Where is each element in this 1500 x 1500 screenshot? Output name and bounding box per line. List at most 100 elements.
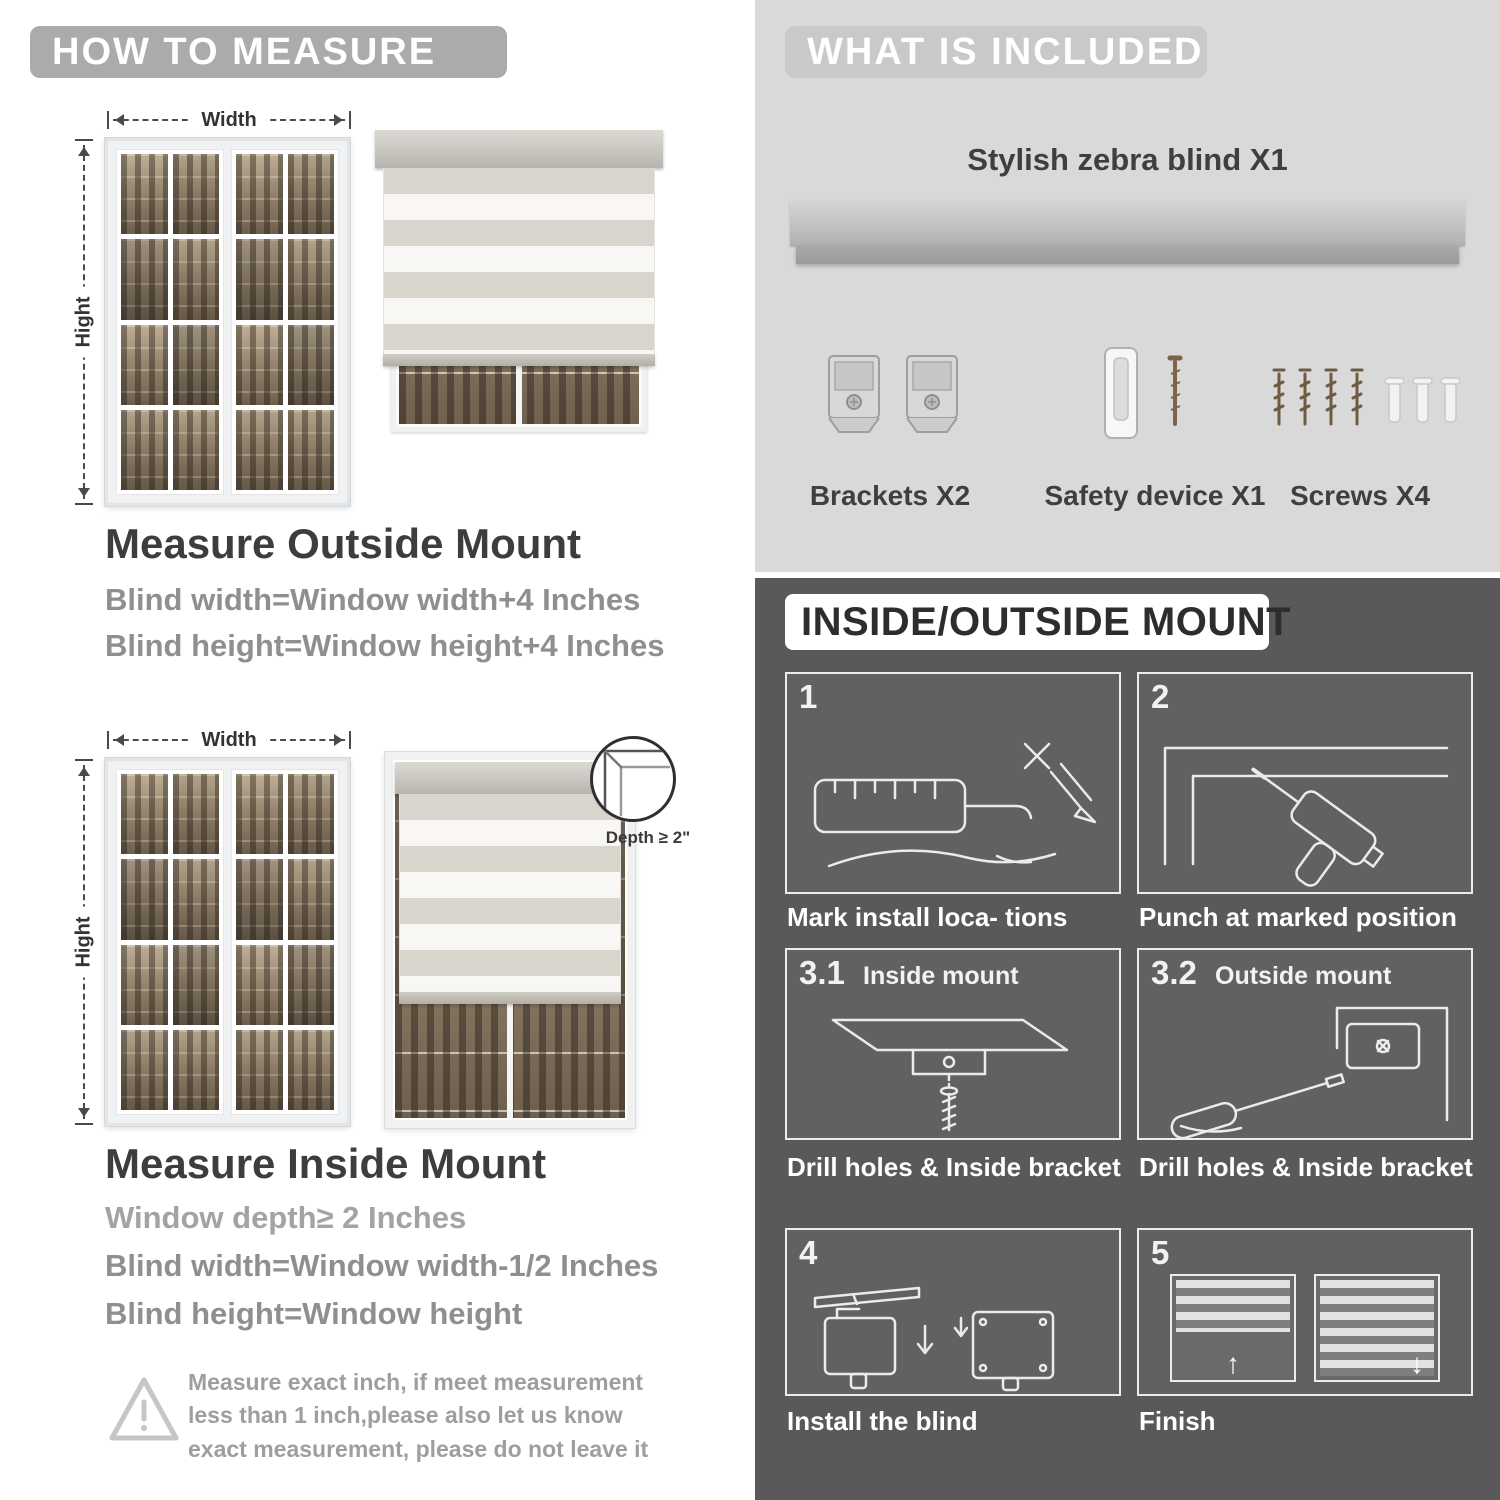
- window-pane: [121, 154, 168, 235]
- height-label: Hight: [72, 906, 96, 978]
- height-dimension-arrow: Hight: [72, 139, 96, 505]
- step-number: 3.1: [799, 954, 845, 991]
- window-pane: [287, 774, 334, 855]
- inside-mount-label: Inside mount: [863, 962, 1019, 990]
- step-panel-4: 4: [785, 1228, 1121, 1396]
- arrow-tick: [75, 139, 93, 141]
- step-caption-2: Punch at marked position: [1139, 902, 1457, 932]
- blind-stripes: [1320, 1280, 1434, 1376]
- inside-mount-line2: Blind width=Window width-1/2 Inches: [105, 1248, 659, 1283]
- window-pane: [287, 944, 334, 1025]
- measurement-warning-text: Measure exact inch, if meet measurement …: [188, 1369, 649, 1462]
- outside-mount-line2: Blind height=Window height+4 Inches: [105, 628, 665, 663]
- blind-striped-body: [383, 168, 655, 354]
- window-pane: [236, 774, 283, 855]
- window-pane: [172, 324, 219, 405]
- window-sash: [231, 149, 339, 495]
- step-number: 2: [1151, 678, 1170, 715]
- width-dimension-arrow: Width: [107, 110, 351, 130]
- window-corner-icon: [603, 749, 671, 817]
- outside-mount-line1: Blind width=Window width+4 Inches: [105, 582, 641, 617]
- window-pane: [121, 944, 168, 1025]
- window-pane: [236, 154, 283, 235]
- window-pane: [172, 239, 219, 320]
- mark-locations-icon: [813, 742, 1097, 868]
- blind-lowered-icon: ↓: [1314, 1274, 1440, 1382]
- window-pane: [121, 859, 168, 940]
- blind-raised-icon: ↑: [1170, 1274, 1296, 1382]
- window-pane: [236, 1029, 283, 1110]
- outside-bracket-icon: [1170, 1006, 1449, 1138]
- arrow-tick: [107, 111, 109, 129]
- step-number: 5: [1151, 1234, 1170, 1271]
- height-dimension-arrow: Hight: [72, 759, 96, 1125]
- inside-bracket-icon: [831, 1018, 1069, 1132]
- window-sash: [116, 769, 224, 1115]
- step-caption-3-1: Drill holes & Inside bracket: [787, 1152, 1121, 1182]
- warning-icon: [109, 1377, 179, 1441]
- window-pane: [172, 774, 219, 855]
- screws-label: Screws X4: [1289, 480, 1431, 511]
- step-number: 1: [799, 678, 818, 715]
- window-pane: [121, 774, 168, 855]
- brackets-label: Brackets X2: [809, 480, 971, 511]
- window-pane: [121, 409, 168, 490]
- step-panel-3-1: 3.1 Inside mount: [785, 948, 1121, 1140]
- step-number: 3.2: [1151, 954, 1197, 991]
- window-pane: [287, 859, 334, 940]
- window-pane: [172, 154, 219, 235]
- zebra-blind-inside-mount-illustration: [385, 752, 635, 1128]
- arrow-tick: [107, 731, 109, 749]
- window-pane: [172, 1029, 219, 1110]
- brackets-item: [813, 348, 973, 440]
- safety-device-label: Safety device X1: [1044, 480, 1266, 511]
- width-dimension-arrow: Width: [107, 730, 351, 750]
- window-photo-outside: [105, 138, 350, 506]
- step-caption-1: Mark install loca- tions: [787, 902, 1068, 932]
- step-panel-1: 1: [785, 672, 1121, 894]
- window-pane: [236, 859, 283, 940]
- window-pane: [236, 409, 283, 490]
- step-number: 4: [799, 1234, 818, 1271]
- step-panel-5: 5 ↑ ↓: [1137, 1228, 1473, 1396]
- depth-note: Depth ≥ 2": [605, 828, 691, 847]
- safety-device-icon: [1104, 347, 1183, 439]
- mount-section-header: INSIDE/OUTSIDE MOUNT: [785, 594, 1291, 650]
- window-photo-inside: [105, 758, 350, 1126]
- width-label: Width: [191, 110, 267, 130]
- depth-magnifier-circle: [590, 736, 676, 822]
- blind-item-label: Stylish zebra blind X1: [967, 142, 1288, 177]
- zebra-blind-headrail-image: [790, 200, 1465, 264]
- window-sash: [231, 769, 339, 1115]
- window-pane: [172, 859, 219, 940]
- arrow-tick: [349, 111, 351, 129]
- step-panel-3-2: 3.2 Outside mount: [1137, 948, 1473, 1140]
- step-caption-4: Install the blind: [787, 1406, 978, 1436]
- screws-icon: [1272, 368, 1461, 426]
- how-to-measure-header: HOW TO MEASURE: [30, 26, 507, 78]
- blind-headrail: [375, 130, 663, 168]
- window-pane: [236, 324, 283, 405]
- window-pane: [287, 239, 334, 320]
- blind-striped-body: [399, 794, 621, 992]
- arrow-tick: [75, 1123, 93, 1125]
- height-label: Hight: [72, 286, 96, 358]
- outside-mount-label: Outside mount: [1215, 962, 1392, 990]
- what-is-included-header: WHAT IS INCLUDED: [785, 26, 1207, 78]
- safety-device-item: [1075, 344, 1235, 449]
- finish-illustration: ↑ ↓: [1153, 1274, 1457, 1382]
- window-pane: [121, 324, 168, 405]
- arrow-tick: [75, 503, 93, 505]
- window-pane: [287, 324, 334, 405]
- up-arrow-icon: ↑: [1226, 1348, 1240, 1379]
- arrow-tick: [75, 759, 93, 761]
- inside-mount-title: Measure Inside Mount: [105, 1140, 547, 1187]
- window-pane: [287, 409, 334, 490]
- blind-stripes: [1176, 1280, 1290, 1332]
- blind-bottom-rail: [383, 354, 655, 366]
- step-caption-5: Finish: [1139, 1406, 1216, 1436]
- drill-punch-icon: [1163, 746, 1449, 887]
- inside-mount-line1: Window depth≥ 2 Inches: [105, 1200, 467, 1235]
- bracket-icon: [906, 355, 958, 433]
- window-pane: [172, 944, 219, 1025]
